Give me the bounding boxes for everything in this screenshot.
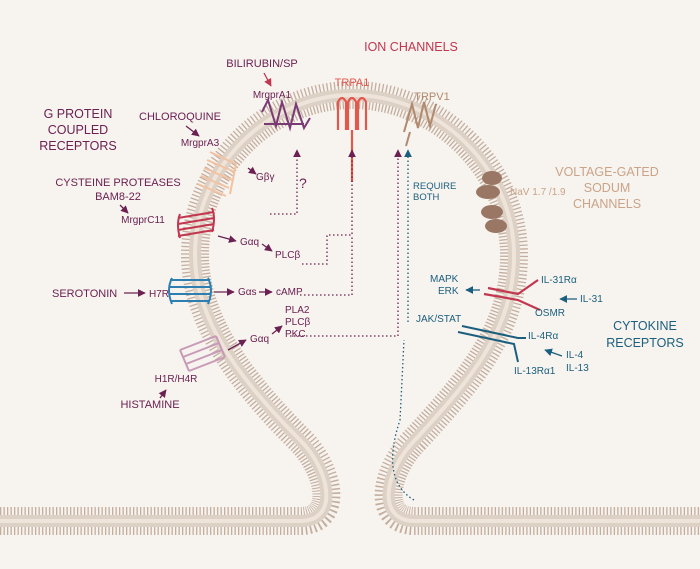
mrgpra3-label: MrgprA3 bbox=[181, 138, 220, 149]
h7r-receptor bbox=[168, 277, 212, 305]
bilirubin-label: BILIRUBIN/SP bbox=[226, 58, 298, 70]
mrgpra1-receptor bbox=[261, 97, 311, 132]
voltage-gated-title-line1: VOLTAGE-GATED bbox=[555, 165, 659, 179]
h7r-label: H7R bbox=[149, 289, 169, 300]
il31-label: IL-31 bbox=[580, 294, 603, 305]
voltage-gated-title-line3: CHANNELS bbox=[573, 197, 641, 211]
gaq2-arrow bbox=[227, 339, 247, 351]
ion-channels-title: ION CHANNELS bbox=[364, 40, 458, 54]
cysteine-arrow bbox=[119, 204, 129, 214]
jakstat-label: JAK/STAT bbox=[416, 314, 461, 325]
mrgprc11-receptor bbox=[177, 207, 215, 239]
pla2-arrow bbox=[271, 325, 283, 335]
mrgpra1-label: MrgprA1 bbox=[253, 90, 292, 101]
il31-receptor bbox=[483, 279, 541, 312]
plcb1-label: PLCβ bbox=[275, 250, 300, 261]
cytokine-lower-pathway bbox=[391, 339, 415, 501]
nav-channel bbox=[476, 171, 507, 233]
cytokine-title-line1: CYTOKINE bbox=[613, 319, 677, 333]
trpa1-pathway bbox=[302, 149, 356, 265]
il4-arrow bbox=[544, 348, 563, 357]
il13-label: IL-13 bbox=[566, 363, 589, 374]
pkc-label: PKC bbox=[285, 329, 306, 340]
trpv1-channel bbox=[403, 100, 437, 147]
gaq1-arrow bbox=[217, 235, 237, 243]
cytokine-title-line2: RECEPTORS bbox=[606, 336, 684, 350]
voltage-gated-title-line2: SODUM bbox=[584, 181, 631, 195]
pla2-label: PLA2 bbox=[285, 305, 310, 316]
cysteine-label-line1: CYSTEINE PROTEASES bbox=[55, 177, 180, 189]
cell-membrane bbox=[0, 80, 700, 535]
chloroquine-arrow bbox=[185, 125, 200, 137]
bilirubin-arrow bbox=[263, 72, 272, 87]
gas-label: Gαs bbox=[238, 287, 257, 298]
signal-pathways bbox=[270, 149, 415, 501]
gaq2-label: Gαq bbox=[250, 334, 269, 345]
il4-label: IL-4 bbox=[566, 350, 584, 361]
histamine-label: HISTAMINE bbox=[120, 399, 179, 411]
mapk-label: MAPK bbox=[430, 274, 459, 285]
gpcr-title-line3: RECEPTORS bbox=[39, 139, 117, 153]
h1r-h4r-label: H1R/H4R bbox=[155, 374, 198, 385]
gby-arrow bbox=[247, 166, 257, 175]
question-mark: ? bbox=[299, 175, 307, 191]
chloroquine-label: CHLOROQUINE bbox=[139, 111, 221, 123]
osmr-label: OSMR bbox=[535, 308, 565, 319]
gaq1-label: Gαq bbox=[240, 237, 259, 248]
camp-pathway bbox=[300, 235, 353, 296]
trpa1-label: TRPA1 bbox=[335, 77, 370, 89]
gpcr-title-line1: G PROTEIN bbox=[44, 107, 113, 121]
il31ra-label: IL-31Rα bbox=[541, 275, 577, 286]
il13ra1-label: IL-13Rα1 bbox=[514, 366, 556, 377]
pkc-pathway bbox=[290, 149, 402, 337]
mrgpra3-receptor bbox=[197, 151, 237, 197]
mrgpra1-pathway bbox=[270, 149, 301, 215]
require-both-line2: BOTH bbox=[413, 192, 440, 203]
il4ra-label: IL-4Rα bbox=[528, 331, 558, 342]
gby-label: Gβγ bbox=[256, 172, 275, 183]
mrgprc11-label: MrgprC11 bbox=[121, 215, 165, 226]
il4-il13-receptor bbox=[457, 325, 526, 363]
cysteine-label-line2: BAM8-22 bbox=[95, 191, 141, 203]
camp-label: cAMP bbox=[276, 287, 303, 298]
trpv1-label: TRPV1 bbox=[414, 91, 449, 103]
nav-label: NaV 1.7 /1.9 bbox=[510, 187, 566, 198]
require-both-line1: REQUIRE bbox=[413, 181, 456, 192]
plcb2-label: PLCβ bbox=[285, 317, 310, 328]
gpcr-title-line2: COUPLED bbox=[48, 123, 108, 137]
serotonin-label: SEROTONIN bbox=[52, 288, 117, 300]
histamine-arrow bbox=[158, 389, 167, 399]
erk-label: ERK bbox=[438, 286, 459, 297]
h1r-h4r-receptor bbox=[179, 335, 226, 372]
plcb1-arrow bbox=[261, 243, 273, 252]
